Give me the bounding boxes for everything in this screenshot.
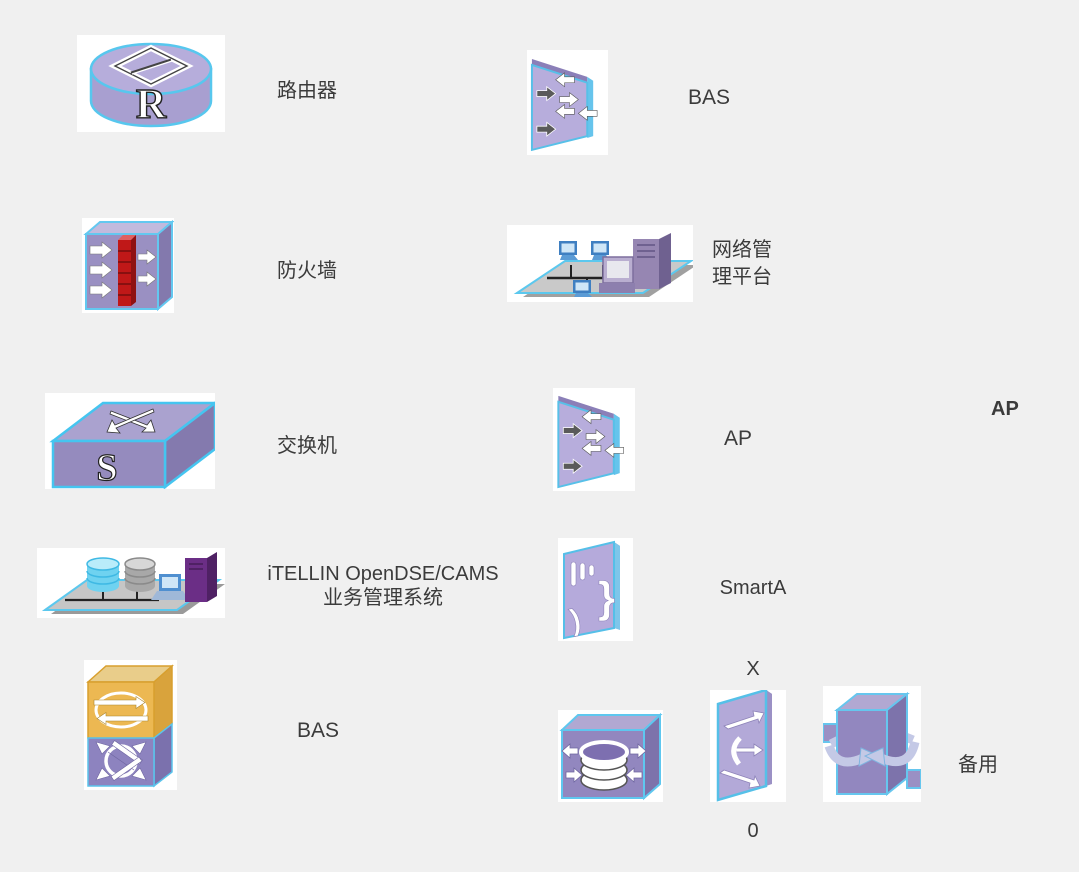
ring-box-icon [823,691,921,797]
svg-text:}: } [598,573,615,622]
network-management-platform-icon [513,233,693,297]
gateway-panel-icon [716,690,772,802]
disk-stack-glyph [579,740,629,791]
smartax-icon: } ) [558,538,633,641]
laptop-icon [151,574,189,600]
lan-switch-arrows-icon [530,59,598,152]
server-tower-icon [633,233,671,289]
switch-box-icon: S [49,401,215,489]
bas-trapezoid-label: BAS [688,86,731,109]
nms-label: 网络管理平台 [712,239,772,288]
bas-dual-box-icon [86,664,174,788]
ellipse-arrows-glyph [93,691,149,729]
crossed-arrows-glyph [106,408,156,434]
switch-icon: S [45,393,215,489]
ap-icon [553,388,635,491]
ap-label: AP [724,427,753,450]
service-management-platform-icon [41,552,225,614]
server-tower-icon [185,552,217,602]
circle-arrows-glyph [95,740,147,781]
console-monitor-icon [599,256,635,293]
lan-switch-arrows-icon [557,395,625,489]
storage-box-icon [559,712,663,801]
router-icon: R [77,35,225,132]
router-label: 路由器 [277,80,337,102]
nms-platform-icon [507,225,693,302]
bas-box-icon [84,660,177,790]
spare-label: 备用 [958,754,998,776]
bracket-glyph [731,736,742,766]
right-arrows-glyph [719,710,765,789]
ap-corner-label: AP [991,398,1019,420]
svg-text:S: S [96,447,117,489]
bas-trapezoid-icon [527,50,608,155]
firewall-label: 防火墙 [277,260,337,282]
database-cyan-icon [86,557,120,592]
storage-box-icon [558,710,663,802]
svg-text:R: R [136,82,167,128]
itellin-platform-icon [37,548,225,618]
loop-arrows-glyph [824,740,920,767]
bas-box-label: BAS [297,719,340,742]
switch-label: 交换机 [277,435,337,457]
gateway-panel-icon [710,690,786,802]
ring-box-icon [823,686,921,802]
side-arrows-glyph [561,743,647,783]
firewall-icon [82,218,174,313]
router-cylinder-icon: R [89,42,213,129]
firewall-brick-icon [83,219,174,312]
dslam-panel-icon: } ) [563,540,620,640]
database-gray-icon [124,557,156,592]
